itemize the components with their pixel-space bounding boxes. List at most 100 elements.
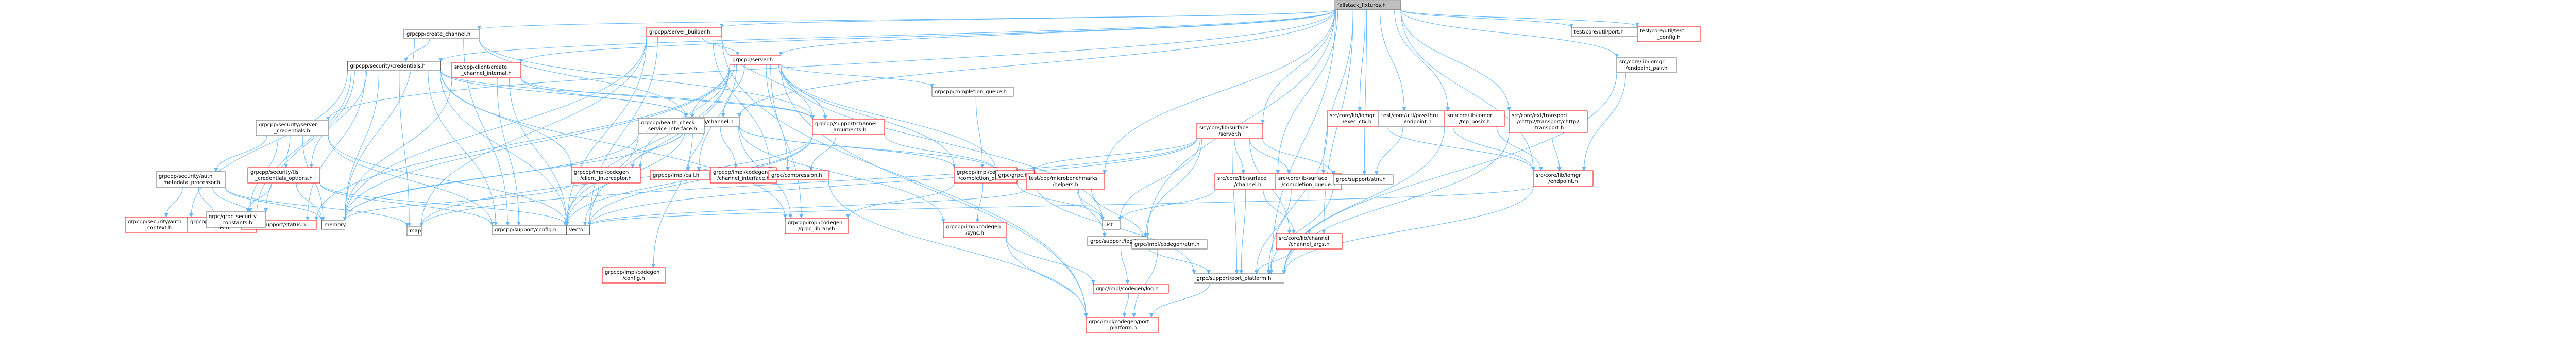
graph-node[interactable]: grpcpp/impl/codegen/client_interceptor.h — [571, 167, 641, 184]
graph-node[interactable]: test/cpp/microbenchmarks/helpers.h — [1026, 173, 1105, 190]
node-box — [931, 87, 1014, 97]
edge-n46-to-n36 — [1282, 186, 1534, 274]
edge-n4-to-n25 — [497, 77, 521, 226]
edge-n37-to-n18 — [1032, 138, 1197, 171]
graph-node[interactable]: grpcpp/server_builder.h — [646, 27, 722, 37]
edge-n5-to-n17 — [781, 64, 956, 168]
edge-n4-to-n23 — [343, 77, 452, 221]
node-label: /endpoint_pair.h — [1626, 65, 1668, 71]
node-label: src/core/lib/iomgr — [1619, 59, 1665, 65]
graph-node[interactable]: grpcpp/security/tls_credentials_options.… — [247, 167, 320, 184]
graph-node[interactable]: grpc/support/atm.h — [1333, 174, 1394, 185]
graph-node[interactable]: list — [1102, 220, 1121, 230]
edge-n7-to-n29 — [739, 126, 945, 223]
node-box — [602, 267, 666, 284]
graph-node[interactable]: grpcpp/health_check_service_interface.h — [638, 118, 705, 134]
edge-n33-to-n35 — [1132, 248, 1158, 318]
node-label: _credentials_options.h — [255, 176, 313, 181]
graph-node[interactable]: vector — [566, 225, 590, 235]
edge-n10-to-n12 — [284, 135, 291, 168]
graph-node[interactable]: grpcpp/support/config.h — [492, 225, 568, 235]
graph-node[interactable]: src/core/lib/surface/channel.h — [1214, 173, 1281, 190]
edge-n44-to-n46 — [1496, 126, 1543, 171]
graph-node[interactable]: grpcpp/support/channel_arguments.h — [812, 119, 885, 135]
node-box — [638, 118, 705, 134]
graph-node[interactable]: grpcpp/impl/codegen/sync.h — [943, 222, 1007, 238]
node-box — [1637, 26, 1701, 42]
graph-node[interactable]: grpcpp/impl/codegen/grpc_library.h — [785, 218, 849, 234]
edge-n0-to-n44 — [1394, 9, 1450, 111]
node-box — [451, 62, 521, 78]
node-label: src/cpp/client/create — [454, 64, 507, 70]
edge-n0-to-n38 — [1276, 9, 1338, 174]
graph-node[interactable]: grpcpp/completion_queue.h — [931, 87, 1014, 97]
edge-n5-to-n21 — [314, 64, 730, 221]
edge-n3-to-n12 — [309, 70, 367, 168]
graph-node: fallstack_fixtures.h — [1334, 0, 1401, 10]
graph-node[interactable]: grpc/impl/codegen/port_platform.h — [1086, 317, 1159, 333]
graph-node[interactable]: grpcpp/security/credentials.h — [347, 61, 441, 71]
node-label: _service_interface.h — [645, 126, 697, 132]
edge-n29-to-n35 — [1006, 237, 1088, 318]
node-label: src/core/lib/surface — [1217, 176, 1266, 181]
graph-node[interactable]: test/core/util/port.h — [1571, 27, 1641, 37]
graph-node[interactable]: src/core/lib/surface/completion_queue.h — [1275, 173, 1342, 190]
node-label: grpcpp/security/auth — [128, 219, 181, 225]
node-label: grpcpp/security/server — [259, 122, 317, 128]
graph-node[interactable]: grpcpp/impl/codegen/channel_interface.h — [710, 167, 777, 184]
graph-node[interactable]: grpcpp/security/auth_context.h — [125, 217, 192, 233]
graph-node[interactable]: grpc/impl/codegen/atm.h — [1131, 239, 1208, 250]
graph-node[interactable]: src/cpp/client/create_channel_internal.h — [451, 62, 521, 78]
node-box — [1086, 317, 1159, 333]
graph-node[interactable]: grpcpp/security/auth_metadata_processor.… — [156, 171, 226, 188]
node-label: grpc/impl/codegen/atm.h — [1134, 242, 1199, 247]
graph-node[interactable]: src/core/lib/iomgr/tcp_posix.h — [1444, 110, 1505, 127]
node-box — [1093, 284, 1169, 294]
graph-node[interactable]: grpcpp/security/server_credentials.h — [256, 120, 329, 136]
graph-node[interactable]: memory — [321, 220, 346, 230]
node-box — [1533, 170, 1594, 187]
edge-n38-to-n36 — [1239, 189, 1246, 274]
graph-node[interactable]: src/core/lib/iomgr/endpoint_pair.h — [1616, 57, 1677, 73]
graph-node[interactable]: grpc/compression.h — [768, 170, 829, 180]
graph-node[interactable]: src/core/lib/surface/server.h — [1196, 123, 1263, 139]
edge-n0-to-n31 — [1103, 9, 1335, 174]
edge-n37-to-n41 — [1262, 138, 1335, 175]
edge-n16-to-n35 — [828, 179, 1088, 318]
graph-node[interactable]: grpcpp/create_channel.h — [403, 29, 480, 39]
graph-node[interactable]: src/core/lib/iomgr/endpoint.h — [1533, 170, 1594, 187]
graph-node[interactable]: grpc/impl/codegen/log.h — [1093, 284, 1169, 294]
edge-n42-to-n46 — [1386, 126, 1535, 171]
graph-node[interactable]: src/core/lib/channel/channel_args.h — [1276, 233, 1343, 250]
node-label: _constants.h — [219, 220, 252, 226]
graph-node[interactable]: test/core/util/test_config.h — [1637, 26, 1701, 42]
graph-node[interactable]: grpc/grpc_security_constants.h — [206, 211, 266, 228]
graph-node[interactable]: test/core/util/passthru_endpoint.h — [1378, 110, 1454, 127]
edge-n5-to-n16 — [766, 64, 790, 171]
edge-n12-to-n25 — [319, 182, 494, 226]
node-box — [650, 170, 710, 180]
edge-n1-to-n23 — [343, 38, 415, 221]
edge-n3-to-n20 — [255, 70, 351, 218]
edge-n13-to-n23 — [343, 182, 572, 221]
edge-n5-to-n30 — [781, 64, 1105, 221]
graph-node[interactable]: map — [406, 226, 422, 236]
edge-n38-to-n30 — [1118, 189, 1215, 221]
edge-n0-to-n46 — [1400, 9, 1535, 171]
graph-node[interactable]: grpcpp/impl/call.h — [650, 170, 710, 180]
graph-node[interactable]: src/core/ext/transport/chttp2/transport/… — [1509, 110, 1588, 133]
graph-node[interactable]: grpcpp/server.h — [730, 55, 781, 65]
edge-n3-to-n25 — [428, 70, 498, 226]
node-box — [206, 211, 266, 228]
node-box — [1616, 57, 1677, 73]
node-box — [730, 55, 781, 65]
graph-node[interactable]: src/core/lib/iomgr/exec_ctx.h — [1327, 110, 1387, 127]
edge-n12-to-n23 — [296, 182, 324, 221]
edge-n3-to-n21 — [306, 70, 366, 221]
edge-n3-to-n9 — [440, 70, 815, 120]
graph-node[interactable]: grpcpp/impl/codegen/config.h — [602, 267, 666, 284]
node-label: grpc/support/port_platform.h — [1197, 276, 1272, 281]
node-box — [768, 170, 829, 180]
edge-n29-to-n34 — [1006, 237, 1095, 285]
graph-node[interactable]: grpc/support/port_platform.h — [1194, 273, 1284, 284]
